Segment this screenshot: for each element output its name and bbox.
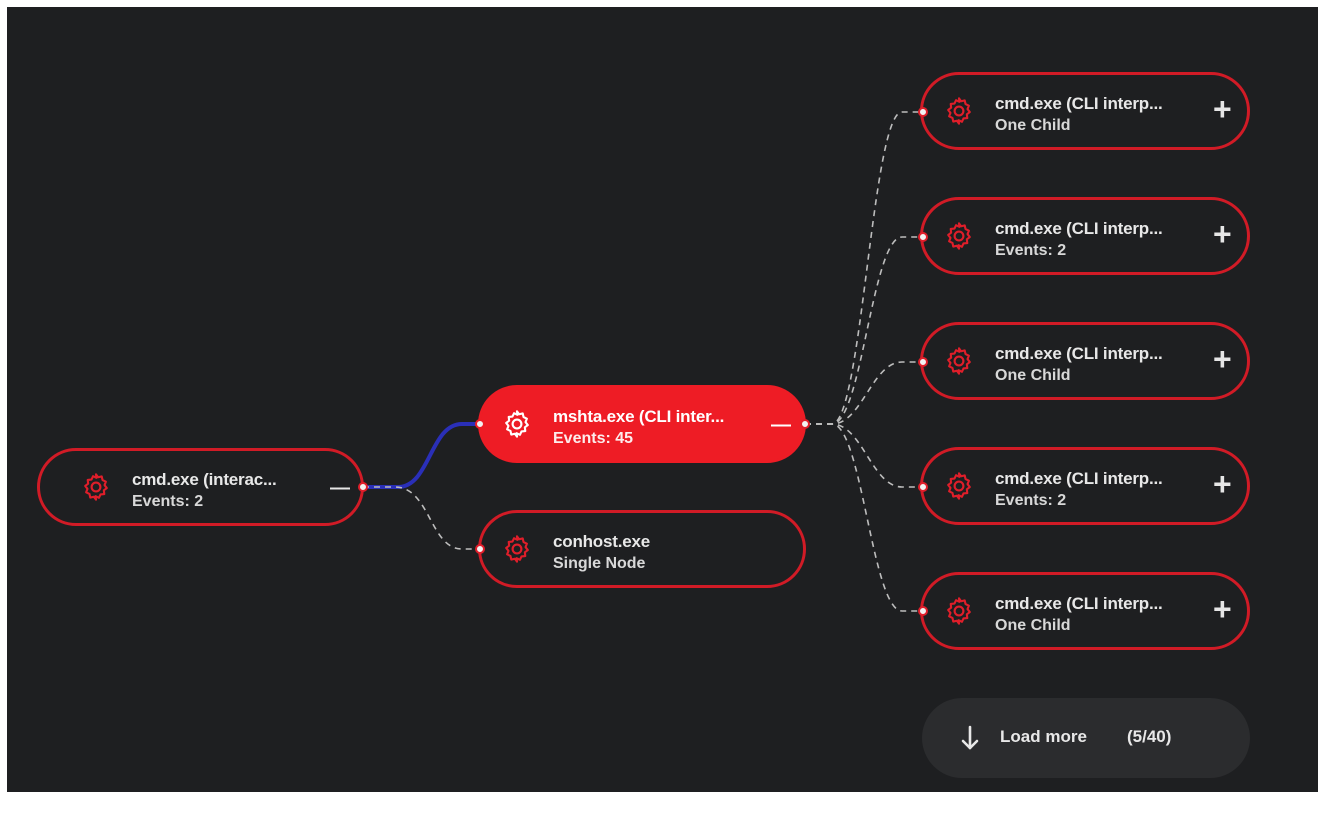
node-subtitle: One Child: [995, 617, 1071, 634]
gear-icon: [943, 220, 975, 252]
input-port: [918, 482, 928, 492]
process-node-child-5[interactable]: cmd.exe (CLI interp... One Child +: [920, 572, 1250, 650]
node-subtitle: Events: 45: [553, 430, 634, 447]
node-subtitle: Events: 2: [995, 492, 1067, 509]
expand-toggle[interactable]: +: [1213, 591, 1232, 627]
process-node-conhost[interactable]: conhost.exe Single Node: [478, 510, 806, 588]
load-more-label: Load more: [1000, 727, 1087, 746]
node-title: conhost.exe: [553, 532, 650, 551]
node-title: mshta.exe (CLI inter...: [553, 407, 725, 426]
node-title: cmd.exe (CLI interp...: [995, 594, 1163, 613]
node-title: cmd.exe (interac...: [132, 470, 277, 489]
process-node-root[interactable]: cmd.exe (interac... Events: 2 —: [37, 448, 364, 526]
input-port: [475, 419, 485, 429]
load-more-button[interactable]: Load more (5/40): [922, 698, 1250, 778]
process-node-child-2[interactable]: cmd.exe (CLI interp... Events: 2 +: [920, 197, 1250, 275]
node-title: cmd.exe (CLI interp...: [995, 94, 1163, 113]
node-title: cmd.exe (CLI interp...: [995, 219, 1163, 238]
node-subtitle: Single Node: [553, 555, 646, 572]
expand-toggle[interactable]: +: [1213, 466, 1232, 502]
expand-toggle[interactable]: +: [1213, 91, 1232, 127]
collapse-toggle[interactable]: —: [330, 477, 350, 499]
output-port: [358, 482, 368, 492]
node-title: cmd.exe (CLI interp...: [995, 344, 1163, 363]
input-port: [918, 107, 928, 117]
process-node-mshta[interactable]: mshta.exe (CLI inter... Events: 45 —: [478, 385, 806, 463]
gear-icon: [943, 470, 975, 502]
gear-icon: [80, 471, 112, 503]
process-node-child-3[interactable]: cmd.exe (CLI interp... One Child +: [920, 322, 1250, 400]
gear-icon: [943, 345, 975, 377]
expand-toggle[interactable]: +: [1213, 341, 1232, 377]
load-more-count: (5/40): [1127, 727, 1172, 746]
input-port: [475, 544, 485, 554]
gear-icon: [501, 408, 533, 440]
input-port: [918, 232, 928, 242]
node-subtitle: Events: 2: [995, 242, 1067, 259]
node-subtitle: Events: 2: [132, 493, 204, 510]
node-subtitle: One Child: [995, 117, 1071, 134]
node-subtitle: One Child: [995, 367, 1071, 384]
gear-icon: [943, 95, 975, 127]
input-port: [918, 606, 928, 616]
arrow-down-icon: [959, 724, 981, 752]
output-port: [800, 419, 810, 429]
process-node-child-4[interactable]: cmd.exe (CLI interp... Events: 2 +: [920, 447, 1250, 525]
gear-icon: [943, 595, 975, 627]
gear-icon: [501, 533, 533, 565]
collapse-toggle[interactable]: —: [771, 414, 791, 436]
expand-toggle[interactable]: +: [1213, 216, 1232, 252]
node-title: cmd.exe (CLI interp...: [995, 469, 1163, 488]
input-port: [918, 357, 928, 367]
process-node-child-1[interactable]: cmd.exe (CLI interp... One Child +: [920, 72, 1250, 150]
